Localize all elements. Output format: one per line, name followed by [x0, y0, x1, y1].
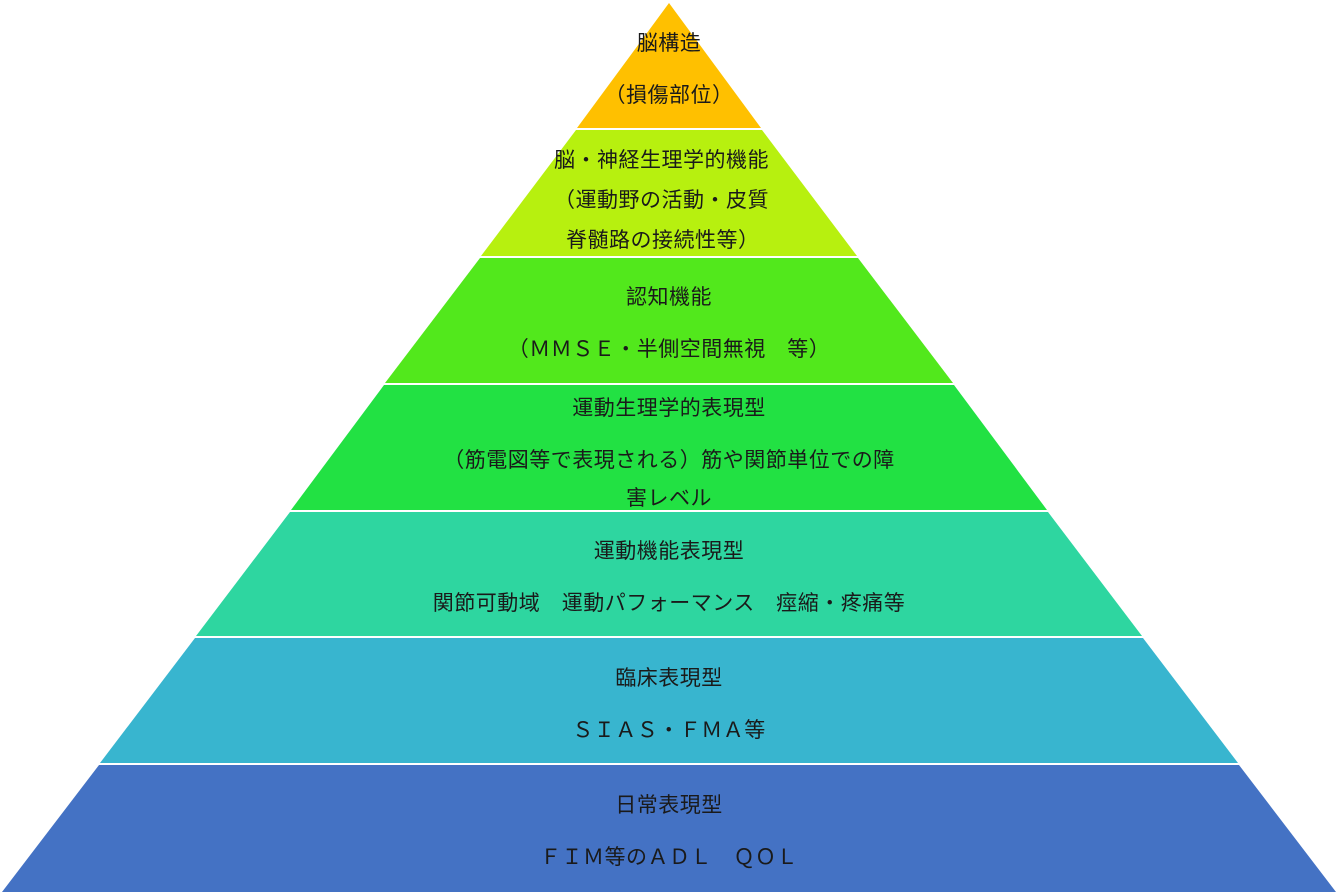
tier-2-title: 脳・神経生理学的機能 — [554, 148, 769, 172]
tier-4-detail-1: （筋電図等で表現される）筋や関節単位での障 — [443, 448, 895, 472]
tier-6-shape — [100, 638, 1238, 763]
tier-2-label: 脳・神経生理学的機能 （運動野の活動・皮質 脊髄路の接続性等） — [540, 144, 800, 254]
tier-3-detail: （ＭＭＳＥ・半側空間無視 等） — [507, 337, 831, 361]
tier-1-shape — [577, 3, 761, 128]
tier-7-shape — [2, 765, 1336, 892]
tier-4-label: 運動生理学的表現型 （筋電図等で表現される）筋や関節単位での障 害レベル — [409, 392, 929, 512]
tier-6-title: 臨床表現型 — [615, 666, 723, 690]
tier-1-detail: （損傷部位） — [604, 83, 734, 107]
tier-3-label: 認知機能 （ＭＭＳＥ・半側空間無視 等） — [469, 281, 869, 363]
tier-3-shape — [385, 258, 953, 383]
tier-6-label: 臨床表現型 ＳＩＡＳ・ＦＭＡ等 — [519, 662, 819, 744]
tier-7-detail: ＦＩＭ等のＡＤＬ ＱＯＬ — [540, 845, 798, 869]
tier-5-title: 運動機能表現型 — [593, 539, 745, 563]
tier-1-label: 脳構造 （損傷部位） — [569, 27, 769, 109]
tier-4-title: 運動生理学的表現型 — [572, 396, 766, 420]
tier-7-label: 日常表現型 ＦＩＭ等のＡＤＬ ＱＯＬ — [494, 789, 844, 871]
tier-3-title: 認知機能 — [626, 285, 712, 309]
tier-2-detail-1: （運動野の活動・皮質 — [554, 188, 769, 212]
tier-6-detail: ＳＩＡＳ・ＦＭＡ等 — [572, 718, 766, 742]
tier-1-title: 脳構造 — [636, 31, 702, 55]
tier-2-shape — [481, 130, 857, 256]
tier-4-detail-2: 害レベル — [626, 486, 712, 510]
tier-2-detail-2: 脊髄路の接続性等） — [566, 228, 760, 252]
tier-5-shape — [196, 512, 1142, 636]
tier-4-shape — [291, 385, 1047, 510]
tier-7-title: 日常表現型 — [615, 793, 723, 817]
tier-5-label: 運動機能表現型 関節可動域 運動パフォーマンス 痙縮・疼痛等 — [389, 535, 949, 617]
tier-5-detail: 関節可動域 運動パフォーマンス 痙縮・疼痛等 — [432, 591, 906, 615]
